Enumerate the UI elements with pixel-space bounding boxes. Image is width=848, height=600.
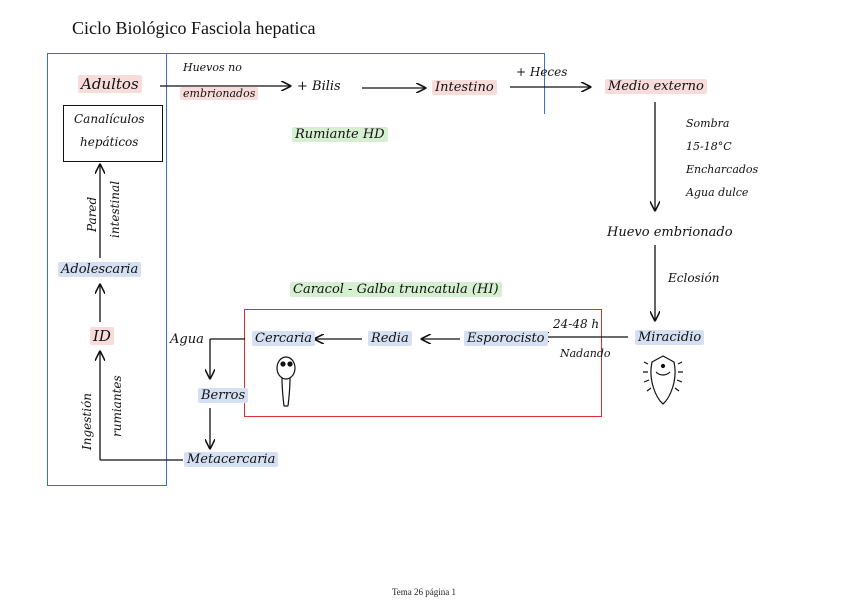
miracidio-drawing	[643, 355, 683, 405]
condition-agua-dulce: Agua dulce	[686, 186, 749, 199]
canaliculos-box	[63, 105, 163, 162]
condition-sombra: Sombra	[686, 117, 730, 130]
condition-encharcados: Encharcados	[686, 163, 759, 176]
node-huevo-embrionado: Huevo embrionado	[607, 225, 733, 240]
node-redia: Redia	[368, 331, 412, 346]
label-tiempo: 24-48 h	[553, 317, 600, 331]
node-eclosion: Eclosión	[668, 271, 720, 285]
node-metacercaria: Metacercaria	[184, 452, 279, 467]
node-heces: + Heces	[516, 65, 568, 79]
label-pared-line2: intestinal	[108, 180, 122, 238]
node-esporocisto: Esporocisto	[464, 331, 548, 346]
label-ingestion-line1: Ingestión	[80, 392, 94, 450]
definitive-host-box-left	[47, 53, 167, 486]
node-id: ID	[90, 327, 114, 345]
node-huevos-line2: embrionados	[180, 87, 259, 100]
page-title: Ciclo Biológico Fasciola hepatica	[72, 18, 316, 38]
node-intestino: Intestino	[432, 80, 497, 95]
node-adolescaria: Adolescaria	[58, 262, 142, 277]
label-pared-line1: Pared	[85, 196, 99, 232]
node-canaliculos-line1: Canalículos	[74, 112, 145, 126]
node-canaliculos-line2: hepáticos	[80, 135, 139, 149]
node-cercaria: Cercaria	[252, 331, 316, 346]
cercaria-drawing	[276, 356, 296, 407]
node-adultos: Adultos	[78, 75, 142, 93]
definitive-host-box-top	[47, 53, 545, 114]
node-huevos-line1: Huevos no	[183, 61, 242, 74]
page-footer: Tema 26 página 1	[391, 587, 457, 597]
label-caracol: Caracol - Galba truncatula (HI)	[290, 282, 502, 297]
label-nadando: Nadando	[560, 347, 611, 360]
label-rumiante-hd: Rumiante HD	[292, 127, 388, 142]
node-medio-externo: Medio externo	[605, 79, 707, 94]
node-bilis: + Bilis	[297, 79, 341, 94]
label-ingestion-line2: rumiantes	[110, 375, 124, 437]
condition-temperatura: 15-18°C	[686, 140, 732, 153]
node-berros: Berros	[198, 388, 249, 403]
node-agua: Agua	[170, 332, 204, 347]
intermediate-host-box	[244, 309, 602, 417]
node-miracidio: Miracidio	[635, 330, 705, 345]
